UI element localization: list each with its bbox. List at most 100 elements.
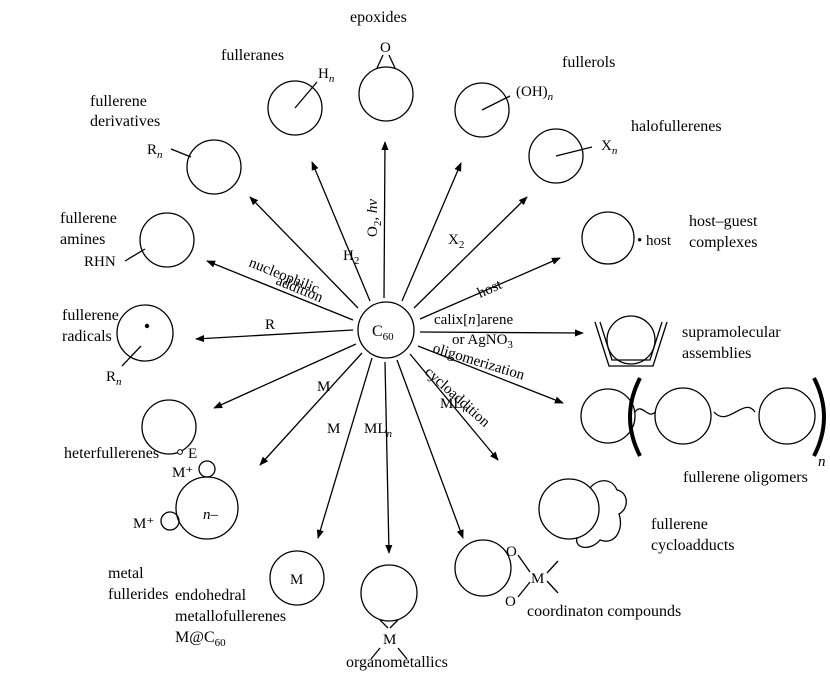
fulleride-cation-2	[160, 511, 180, 531]
organometallics-group: M organometallics	[346, 564, 448, 671]
host-guest-group: host–guest complexes • host	[581, 211, 758, 265]
arrow-host-guest	[419, 257, 561, 320]
derivative-structure	[186, 139, 242, 195]
fulleranes-group: fulleranes Hn	[221, 47, 335, 136]
reagent-labels: H2 O2, hv X2 host nucleophilic addition …	[247, 199, 527, 440]
edge-label-agno3: or AgNO3	[452, 332, 513, 351]
arrow-supramolecular	[419, 329, 584, 337]
edge-label-mln-right: MLn	[440, 396, 469, 415]
arrow-coordination	[396, 359, 464, 539]
fullerols-label: fullerols	[562, 54, 615, 71]
amines-group: fullerene amines RHN	[60, 210, 195, 270]
amine-rhn: RHN	[84, 254, 116, 270]
derivative-rn: Rn	[147, 142, 163, 161]
edge-label-host: host	[475, 277, 505, 302]
heteroatom-marker	[177, 449, 183, 455]
arrow-derivatives	[249, 196, 359, 309]
organometallics-label: organometallics	[346, 654, 448, 671]
fullerol-oh: (OH)n	[516, 84, 554, 103]
coordination-bond-top	[517, 554, 531, 573]
organometallic-structure	[360, 564, 418, 622]
epoxides-label: epoxides	[350, 9, 407, 26]
oligomer-ball-1	[580, 388, 636, 444]
arrow-fullerides	[259, 352, 363, 466]
oligomer-ball-3	[758, 387, 816, 445]
fullerides-label-2: fullerides	[108, 586, 168, 603]
epoxide-oxygen: O	[380, 40, 391, 56]
amines-label-1: fullerene	[60, 210, 117, 227]
halofullerene-structure	[528, 128, 584, 184]
oligomers-label: fullerene oligomers	[683, 469, 808, 486]
derivatives-label-2: derivatives	[90, 113, 160, 130]
fulleride-mplus-1: M⁺	[172, 465, 193, 481]
edge-label-mln-mid: MLn	[364, 421, 393, 440]
organometallic-ligand-left	[370, 647, 381, 660]
fullerane-hn: Hn	[318, 66, 335, 85]
arrow-epoxides	[381, 141, 389, 299]
c60-label: C60	[372, 323, 394, 343]
epoxide-bond-right	[388, 54, 396, 69]
organometallic-bond-right	[389, 619, 399, 629]
edge-label-o2-hv: O2, hv	[365, 199, 384, 237]
host-tag: • host	[637, 233, 672, 249]
heteroatom-e: E	[188, 446, 197, 462]
organometallic-bond-left	[379, 619, 389, 629]
edge-label-calixarene: calix[n]arene	[434, 312, 513, 328]
arrow-halofullerenes	[413, 196, 528, 309]
endohedral-label-2: metallofullerenes	[175, 608, 286, 625]
fullerides-label-1: metal	[108, 565, 144, 582]
arrow-amines	[206, 260, 354, 321]
coordination-m: M	[531, 571, 544, 587]
arrow-radicals	[195, 329, 354, 343]
cycloadducts-group: fullerene cycloadducts	[538, 478, 735, 554]
oligomer-paren-left	[628, 377, 642, 457]
heterfullerenes-group: heterfullerenes E	[64, 399, 197, 462]
supramolecular-cup	[594, 321, 668, 367]
radicals-group: fullerene radicals Rn	[62, 304, 174, 388]
oligomer-link-left	[634, 408, 656, 415]
supramolecular-label-2: assemblies	[682, 345, 751, 362]
arrow-fullerols	[401, 162, 462, 302]
reaction-arrows	[195, 141, 584, 554]
edge-label-m-left: M	[317, 379, 330, 395]
coordination-group: O O M coordinaton compounds	[454, 539, 681, 620]
coordination-ligand-bottom	[546, 580, 559, 594]
oligomers-group: n fullerene oligomers	[580, 377, 826, 486]
supramolecular-cup-inner	[599, 321, 663, 361]
supramolecular-group: supramolecular assemblies	[594, 315, 781, 367]
fullerol-bond	[481, 95, 511, 111]
radicals-label-2: radicals	[62, 328, 112, 345]
edge-label-h2: H2	[343, 248, 359, 267]
coordination-label: coordinaton compounds	[527, 603, 681, 620]
coordination-structure	[454, 539, 512, 597]
cycloadducts-label-2: cycloadducts	[651, 537, 735, 554]
arrow-fulleranes	[311, 161, 371, 302]
halofullerenes-group: halofullerenes Xn	[528, 118, 722, 184]
oligomer-paren-right	[812, 377, 826, 457]
endohedral-label-3: M@C60	[175, 629, 226, 649]
oligomer-ball-2	[654, 387, 712, 445]
coordination-bond-bottom	[517, 581, 531, 598]
fullerol-structure	[454, 82, 510, 138]
arrow-organometallics	[384, 361, 393, 554]
coordination-o-top: O	[506, 544, 517, 560]
host-guest-label-1: host–guest	[689, 213, 758, 230]
fulleride-mplus-2: M⁺	[133, 516, 154, 532]
fulleranes-label: fulleranes	[221, 47, 284, 64]
arrow-endohedral	[316, 357, 373, 539]
halofullerenes-label: halofullerenes	[631, 118, 722, 135]
edge-label-x2: X2	[448, 232, 464, 251]
amines-label-2: amines	[60, 231, 105, 248]
arrow-oligomers	[417, 345, 564, 404]
cycloadducts-label-1: fullerene	[651, 516, 708, 533]
supramolecular-fullerene	[606, 315, 656, 365]
derivatives-label-1: fullerene	[90, 93, 147, 110]
organometallic-ligand-right	[397, 647, 408, 660]
host-guest-structure	[581, 211, 635, 265]
epoxide-structure	[358, 66, 414, 122]
cycloadduct-ball	[538, 478, 600, 540]
radical-structure	[116, 304, 174, 362]
radical-bond	[121, 345, 142, 367]
oligomer-link	[713, 406, 756, 418]
